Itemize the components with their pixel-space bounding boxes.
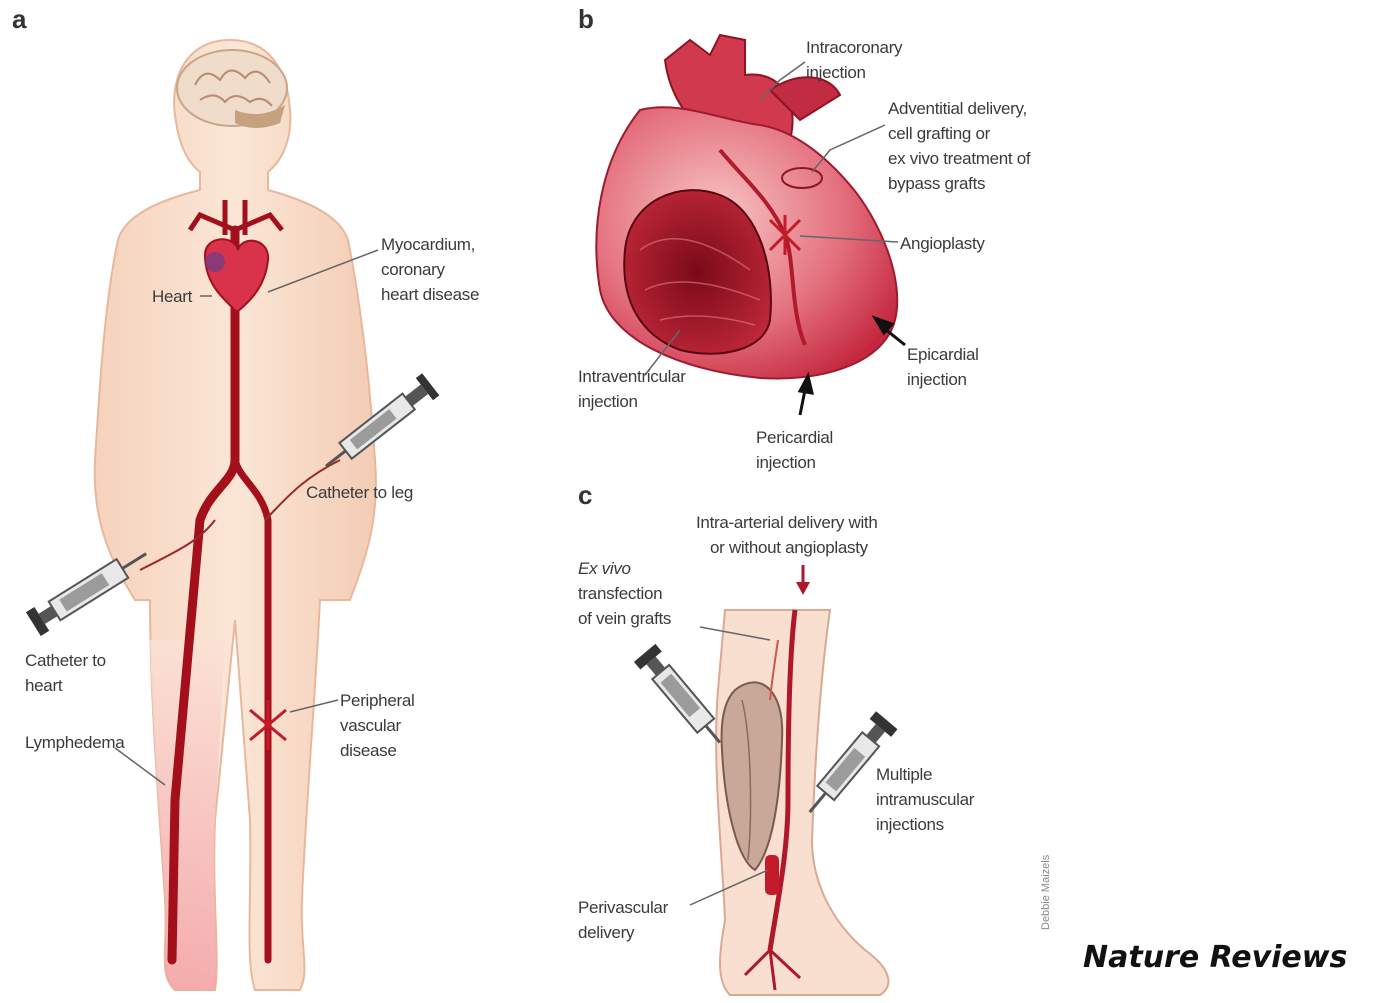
label-myocardium: Myocardium, coronary heart disease — [381, 232, 479, 307]
label-heart: Heart — [152, 284, 192, 309]
panel-b-heart-illustration — [596, 35, 897, 378]
label-epicardial: Epicardial injection — [907, 342, 979, 392]
panel-b-letter: b — [578, 4, 594, 35]
body-silhouette — [95, 40, 376, 990]
label-intra-arterial: Intra-arterial delivery with or without … — [696, 510, 878, 560]
intra-arterial-arrow — [796, 565, 810, 595]
panel-c-leg-illustration — [716, 610, 888, 995]
panel-a-letter: a — [12, 4, 26, 35]
label-intracoronary: Intracoronary injection — [806, 35, 902, 85]
label-lymphedema: Lymphedema — [25, 730, 124, 755]
label-ex-vivo: Ex vivo transfection of vein grafts — [578, 556, 671, 631]
label-catheter-to-heart: Catheter to heart — [25, 648, 106, 698]
label-pericardial: Pericardial injection — [756, 425, 833, 475]
panel-c-letter: c — [578, 480, 592, 511]
label-angioplasty: Angioplasty — [900, 231, 985, 256]
panel-a-body-illustration — [95, 40, 376, 990]
label-intraventricular: Intraventricular injection — [578, 364, 686, 414]
label-catheter-to-leg: Catheter to leg — [306, 480, 413, 505]
illustrator-credit: Debbie Maizels — [1040, 855, 1052, 930]
label-intramuscular: Multiple intramuscular injections — [876, 762, 974, 837]
journal-brand: Nature Reviews — [1083, 940, 1347, 975]
label-adventitial: Adventitial delivery, cell grafting or e… — [888, 96, 1030, 196]
label-perivascular: Perivascular delivery — [578, 895, 668, 945]
label-peripheral-vascular-disease: Peripheral vascular disease — [340, 688, 415, 763]
